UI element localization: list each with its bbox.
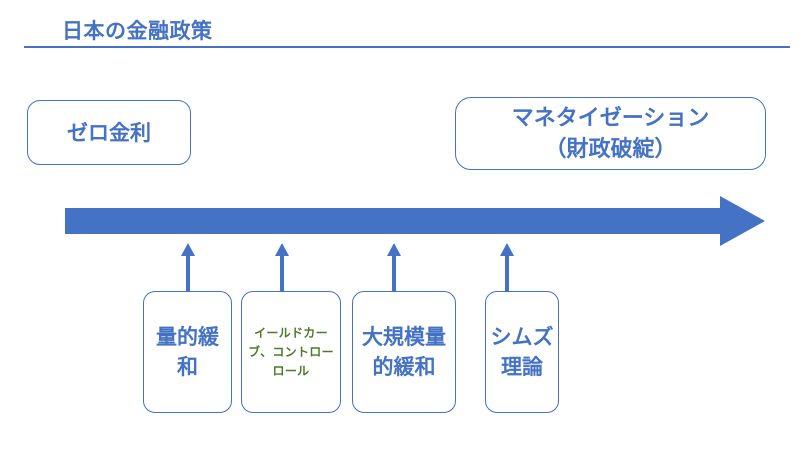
step-box-large-scale-quantitative-easing-label: 大規模量的緩和 (362, 325, 446, 379)
step-box-sims-theory-label: シムズ理論 (490, 325, 554, 379)
up-arrow-icon (275, 243, 289, 293)
title-divider (24, 46, 790, 48)
up-arrow-icon (387, 243, 401, 293)
step-box-quantitative-easing-label: 量的緩和 (156, 325, 219, 379)
callout-zero-interest-rate-label: ゼロ金利 (67, 120, 151, 145)
page-title: 日本の金融政策 (62, 19, 213, 43)
callout-monetization[interactable]: マネタイゼーション （財政破綻） (455, 97, 766, 170)
connector-arrow-step-3 (386, 243, 402, 293)
callout-monetization-line1: マネタイゼーション (511, 105, 710, 131)
connector-arrow-step-4 (499, 243, 515, 293)
timeline-arrow (65, 196, 765, 246)
up-arrow-icon (500, 243, 514, 293)
connector-arrow-step-1 (180, 243, 196, 293)
step-box-yield-curve-control[interactable]: イールドカーブ、コントローロール (241, 291, 341, 413)
callout-monetization-line2: （財政破綻） (544, 136, 677, 162)
callout-monetization-label: マネタイゼーション （財政破綻） (456, 103, 765, 165)
step-box-sims-theory[interactable]: シムズ理論 (485, 291, 559, 413)
step-box-yield-curve-control-label: イールドカーブ、コントローロール (248, 325, 334, 378)
up-arrow-icon (181, 243, 195, 293)
step-box-large-scale-quantitative-easing[interactable]: 大規模量的緩和 (352, 291, 456, 413)
connector-arrow-step-2 (274, 243, 290, 293)
step-box-quantitative-easing[interactable]: 量的緩和 (143, 291, 232, 413)
callout-zero-interest-rate[interactable]: ゼロ金利 (27, 100, 191, 165)
timeline-arrow-shape (65, 196, 765, 246)
